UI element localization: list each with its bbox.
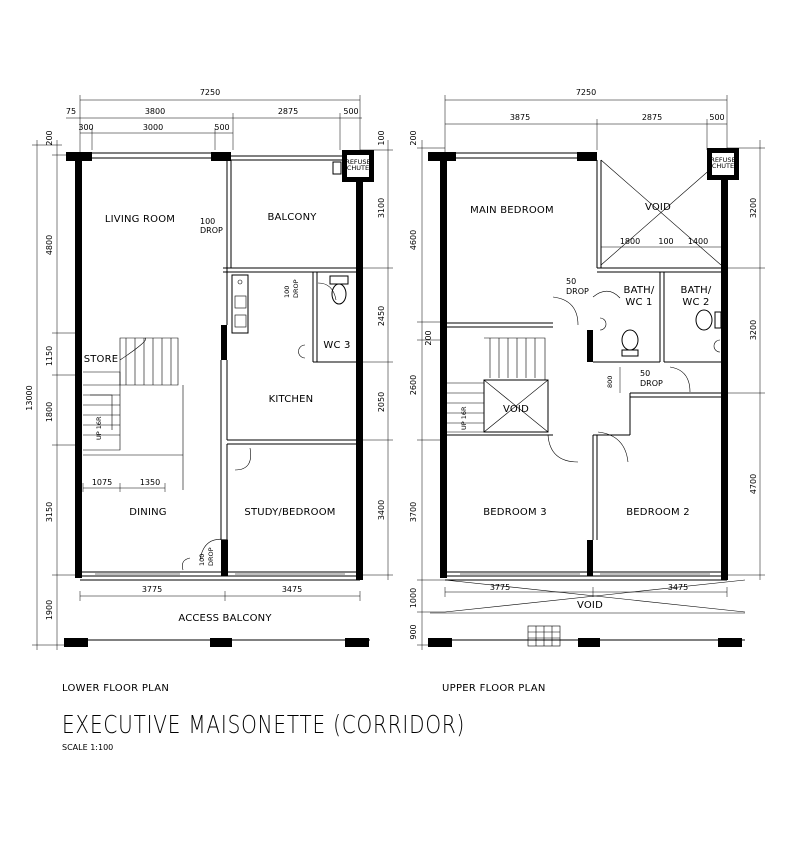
room-void-top: VOID <box>645 202 671 213</box>
upper-up-label: UP 16R <box>460 406 468 430</box>
dim-upper-left-4600: 4600 <box>409 230 418 250</box>
upper-left-dimensions: 200 4600 200 2600 3700 1000 900 <box>409 130 445 650</box>
dim-lower-500: 500 <box>343 107 358 116</box>
drop-upper-corr-value: 50 <box>640 369 650 378</box>
room-dining: DINING <box>129 507 167 518</box>
upper-fixtures: 800 1800 100 1400 <box>547 237 722 463</box>
dim-lower-500b: 500 <box>214 123 229 132</box>
dim-upper-2875: 2875 <box>642 113 662 122</box>
room-bath1-line1: BATH/ <box>624 285 655 296</box>
drop-upper-main-value: 50 <box>566 277 576 286</box>
drop-wc-label: DROP <box>292 279 300 298</box>
drop-entrance-value: 100 <box>198 554 206 566</box>
dim-upper-left-900: 900 <box>409 624 418 639</box>
room-bath2-line1: BATH/ <box>681 285 712 296</box>
lower-right-dimensions: 100 3100 2450 2050 3400 <box>360 130 393 580</box>
dim-lower-left-3150: 3150 <box>45 502 54 522</box>
dim-lower-right-2450: 2450 <box>377 306 386 326</box>
dim-upper-void-100: 100 <box>658 237 673 246</box>
room-bath2-line2: WC 2 <box>682 297 709 308</box>
dim-lower-left-1900: 1900 <box>45 600 54 620</box>
room-wc3: WC 3 <box>323 340 350 351</box>
dim-upper-500: 500 <box>709 113 724 122</box>
upper-grille <box>527 625 561 647</box>
dim-dining-1350: 1350 <box>140 478 160 487</box>
dim-upper-left-200a: 200 <box>409 130 418 145</box>
dim-lower-right-2050: 2050 <box>377 392 386 412</box>
dim-lower-left-1150: 1150 <box>45 346 54 366</box>
dim-lower-left-200: 200 <box>45 130 54 145</box>
room-bedroom-3: BEDROOM 3 <box>483 507 547 518</box>
dim-upper-left-1000: 1000 <box>409 588 418 608</box>
dim-upper-left-200b: 200 <box>424 330 433 345</box>
drop-entrance-label: DROP <box>207 547 215 566</box>
upper-floor-plan: 7250 3875 2875 500 200 4600 200 2600 370… <box>409 88 765 650</box>
upper-staircase: UP 16R <box>447 337 549 433</box>
dim-lower-3000: 3000 <box>143 123 163 132</box>
upper-right-dimensions: 3200 3200 4700 <box>727 140 765 580</box>
room-bedroom-2: BEDROOM 2 <box>626 507 690 518</box>
lower-floor-caption: LOWER FLOOR PLAN <box>62 683 170 694</box>
dim-upper-left-2600: 2600 <box>409 375 418 395</box>
dim-upper-void-1800: 1800 <box>620 237 640 246</box>
dim-lower-right-3100: 3100 <box>377 198 386 218</box>
drop-wc-value: 100 <box>283 286 291 298</box>
dim-upper-right-3200a: 3200 <box>749 198 758 218</box>
dim-lower-3800: 3800 <box>145 107 165 116</box>
drop-living-label: DROP <box>200 226 223 235</box>
room-balcony: BALCONY <box>267 212 317 223</box>
room-store: STORE <box>84 354 119 365</box>
dim-upper-3875: 3875 <box>510 113 530 122</box>
lower-left-dimensions: 200 4800 1150 1800 3150 1900 13000 <box>25 130 80 650</box>
lower-floor-plan: 7250 3800 2875 500 75 300 3000 500 <box>25 88 393 650</box>
dim-lower-75: 75 <box>66 107 76 116</box>
dim-lower-right-100: 100 <box>377 130 386 145</box>
lower-staircase: UP 16R 1075 1350 <box>82 337 184 492</box>
dim-lower-300: 300 <box>78 123 93 132</box>
dim-upper-right-4700: 4700 <box>749 474 758 494</box>
dim-upper-total-width: 7250 <box>576 88 596 97</box>
dim-lower-2875: 2875 <box>278 107 298 116</box>
room-kitchen: KITCHEN <box>269 394 314 405</box>
dim-lower-left-4800: 4800 <box>45 235 54 255</box>
lower-kitchen-fixtures <box>182 274 349 571</box>
lower-top-dimensions: 7250 3800 2875 500 75 300 3000 500 <box>66 88 362 160</box>
room-living-room: LIVING ROOM <box>105 214 175 225</box>
lower-walls <box>64 152 370 647</box>
drawing-title: EXECUTIVE MAISONETTE (CORRIDOR) <box>62 710 466 739</box>
room-void-stair: VOID <box>503 404 529 415</box>
dim-upper-right-3200b: 3200 <box>749 320 758 340</box>
room-void-bottom: VOID <box>577 600 603 611</box>
room-study-bedroom: STUDY/BEDROOM <box>244 507 335 518</box>
dim-upper-left-3700: 3700 <box>409 502 418 522</box>
drop-upper-main-label: DROP <box>566 287 589 296</box>
upper-top-dimensions: 7250 3875 2875 500 <box>444 88 728 160</box>
dim-lower-total-width: 7250 <box>200 88 220 97</box>
dim-lower-left-1800: 1800 <box>45 402 54 422</box>
dim-lower-bottom-3475: 3475 <box>282 585 302 594</box>
dim-dining-1075: 1075 <box>92 478 112 487</box>
dim-lower-right-3400: 3400 <box>377 500 386 520</box>
room-main-bedroom: MAIN BEDROOM <box>470 205 554 216</box>
room-access-balcony: ACCESS BALCONY <box>178 613 272 624</box>
upper-walls <box>428 152 745 647</box>
dim-lower-bottom-3775: 3775 <box>142 585 162 594</box>
lower-up-label: UP 16R <box>95 416 103 440</box>
dim-upper-bottom-3475: 3475 <box>668 583 688 592</box>
drop-living-value: 100 <box>200 217 215 226</box>
dim-upper-void-1400: 1400 <box>688 237 708 246</box>
room-bath1-line2: WC 1 <box>625 297 652 308</box>
upper-floor-caption: UPPER FLOOR PLAN <box>442 683 546 694</box>
dim-lower-left-total: 13000 <box>25 385 34 410</box>
dim-upper-bottom-3775: 3775 <box>490 583 510 592</box>
dim-upper-corr-800: 800 <box>606 376 614 388</box>
drop-upper-corr-label: DROP <box>640 379 663 388</box>
drawing-scale: SCALE 1:100 <box>62 743 114 752</box>
